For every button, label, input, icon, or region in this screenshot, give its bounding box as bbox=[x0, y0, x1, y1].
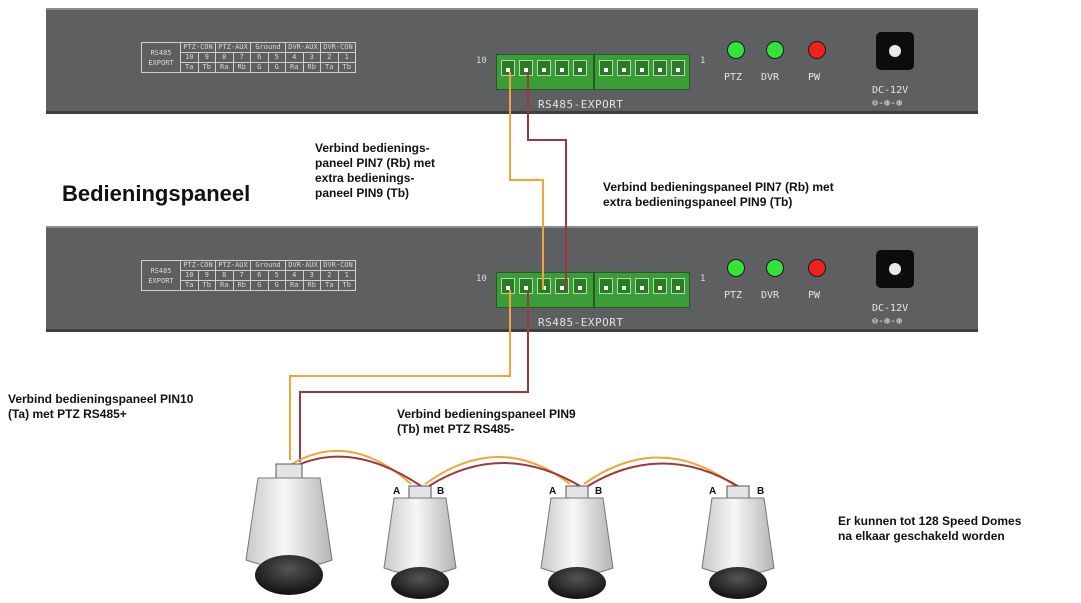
wire-top-to-bottom-orange bbox=[509, 72, 544, 290]
dc-power-jack bbox=[876, 250, 914, 288]
dome-port-b-label: B bbox=[437, 486, 445, 497]
chain-wire-red bbox=[428, 462, 581, 487]
terminal-pin bbox=[635, 60, 649, 76]
terminal-pin-10-label: 10 bbox=[476, 274, 487, 284]
dc-polarity-symbol: ⊖-⊕-⊕ bbox=[872, 98, 903, 109]
rs485-export-caption: RS485-EXPORT bbox=[538, 316, 624, 329]
terminal-pin bbox=[635, 278, 649, 294]
wire-top-to-bottom-red bbox=[527, 72, 567, 290]
terminal-pin bbox=[501, 278, 515, 294]
dc-voltage-label: DC-12V bbox=[872, 85, 909, 96]
diagram-title: Bedieningspaneel bbox=[62, 181, 251, 206]
ptz-led bbox=[727, 41, 745, 59]
power-led bbox=[808, 259, 826, 277]
terminal-pin bbox=[537, 60, 551, 76]
dome-port-a-label: A bbox=[393, 486, 401, 497]
pin-name: Tb bbox=[337, 280, 356, 291]
annotation-pin7-short: Verbind bedienings- paneel PIN7 (Rb) met… bbox=[315, 141, 436, 200]
power-led-label: PW bbox=[808, 290, 821, 301]
power-led-label: PW bbox=[808, 72, 821, 83]
annotation-pin9-tb: Verbind bedieningspaneel PIN9 (Tb) met P… bbox=[397, 407, 576, 436]
terminal-pin bbox=[653, 60, 667, 76]
dc-polarity-symbol: ⊖-⊕-⊕ bbox=[872, 316, 903, 327]
dc-power-jack bbox=[876, 32, 914, 70]
terminal-pin bbox=[671, 60, 685, 76]
dvr-led bbox=[766, 41, 784, 59]
annotation-speed-domes: Er kunnen tot 128 Speed Domes na elkaar … bbox=[838, 514, 1022, 543]
chain-wire-orange bbox=[583, 456, 736, 487]
speed-dome-camera bbox=[245, 463, 333, 595]
speed-dome-camera bbox=[540, 485, 614, 599]
terminal-pin bbox=[573, 278, 587, 294]
dome-port-b-label: B bbox=[757, 486, 765, 497]
rs485-export-label: RS485 EXPORT bbox=[141, 42, 181, 73]
terminal-pin-1-label: 1 bbox=[700, 56, 706, 66]
wire-to-ptz-orange bbox=[289, 290, 511, 460]
ptz-led bbox=[727, 259, 745, 277]
terminal-pin bbox=[555, 60, 569, 76]
ptz-led-label: PTZ bbox=[724, 290, 743, 301]
rs485-export-caption: RS485-EXPORT bbox=[538, 98, 624, 111]
chain-wire-red bbox=[587, 462, 742, 489]
dvr-led-label: DVR bbox=[761, 290, 780, 301]
pin-table: RS485 EXPORT PTZ-CON PTZ-AUX Ground DVR-… bbox=[141, 260, 356, 291]
rs485-export-label: RS485 EXPORT bbox=[141, 260, 181, 291]
dvr-led bbox=[766, 259, 784, 277]
terminal-pin bbox=[573, 60, 587, 76]
terminal-pin bbox=[519, 60, 533, 76]
pin-name: Tb bbox=[337, 62, 356, 73]
control-panel-top: RS485 EXPORT PTZ-CON PTZ-AUX Ground DVR-… bbox=[46, 8, 978, 114]
wire-to-ptz-red bbox=[299, 290, 529, 462]
terminal-pin bbox=[617, 278, 631, 294]
terminal-pin bbox=[599, 278, 613, 294]
power-led bbox=[808, 41, 826, 59]
terminal-pin bbox=[653, 278, 667, 294]
pin-table: RS485 EXPORT PTZ-CON PTZ-AUX Ground DVR-… bbox=[141, 42, 356, 73]
dc-voltage-label: DC-12V bbox=[872, 303, 909, 314]
terminal-pin bbox=[599, 60, 613, 76]
terminal-pin bbox=[501, 60, 515, 76]
dome-port-a-label: A bbox=[709, 486, 717, 497]
annotation-pin10-ta: Verbind bedieningspaneel PIN10 (Ta) met … bbox=[8, 392, 194, 421]
chain-wire-red bbox=[295, 455, 422, 487]
dome-port-b-label: B bbox=[595, 486, 603, 497]
speed-dome-camera bbox=[701, 485, 775, 599]
terminal-pin bbox=[671, 278, 685, 294]
control-panel-bottom: RS485 EXPORT PTZ-CON PTZ-AUX Ground DVR-… bbox=[46, 226, 978, 332]
annotation-pin7-long: Verbind bedieningspaneel PIN7 (Rb) met e… bbox=[603, 180, 834, 209]
ptz-led-label: PTZ bbox=[724, 72, 743, 83]
terminal-pin bbox=[617, 60, 631, 76]
speed-dome-camera bbox=[383, 485, 457, 599]
dvr-led-label: DVR bbox=[761, 72, 780, 83]
terminal-pin-1-label: 1 bbox=[700, 274, 706, 284]
dome-port-a-label: A bbox=[549, 486, 557, 497]
terminal-pin-10-label: 10 bbox=[476, 56, 487, 66]
terminal-pin bbox=[519, 278, 533, 294]
